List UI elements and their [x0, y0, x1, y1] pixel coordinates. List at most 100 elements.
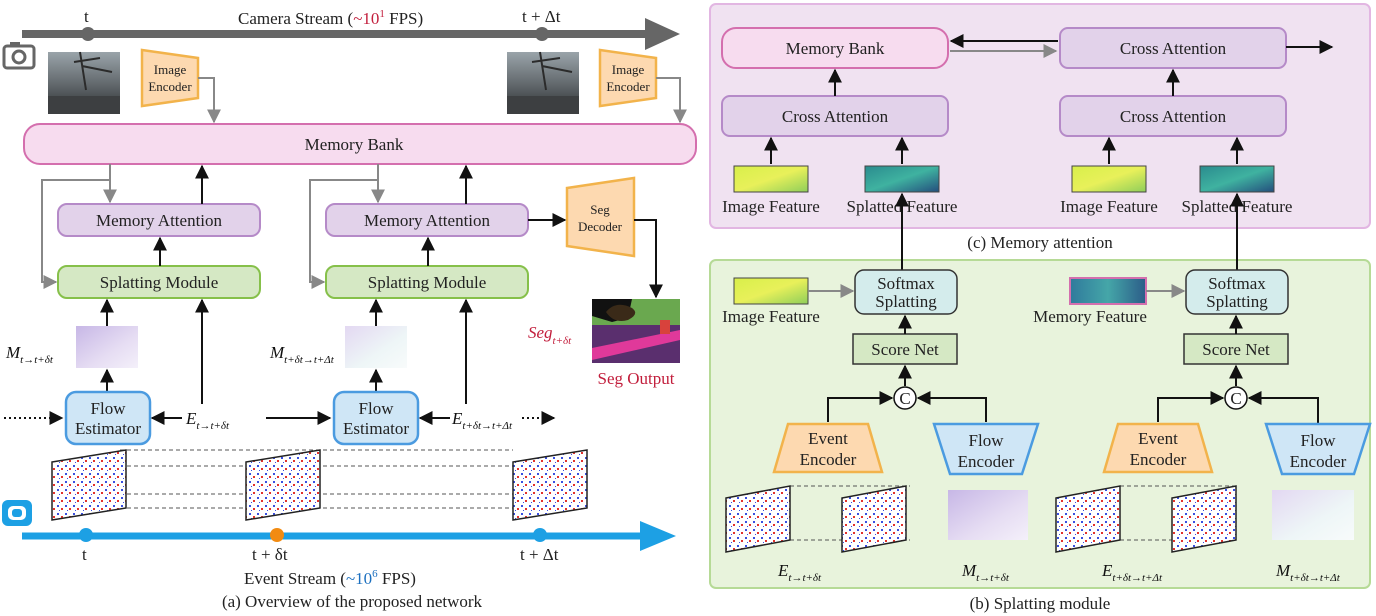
- splatted-feature-thumb-c2: [1199, 165, 1275, 193]
- flow-map-thumb-2: [345, 326, 407, 368]
- event-frames-b2: [1055, 485, 1238, 553]
- camera-icon: [2, 42, 36, 70]
- svg-text:Estimator: Estimator: [343, 419, 409, 438]
- e1-label-b: Et→t+δt: [777, 561, 822, 584]
- camera-frame-t: [48, 51, 120, 114]
- event-frames-b1: [725, 485, 910, 553]
- image-encoder-1: Image Encoder: [140, 48, 200, 108]
- svg-text:Memory Attention: Memory Attention: [364, 211, 491, 230]
- svg-text:Splatting: Splatting: [875, 292, 937, 311]
- memory-attention-2: Memory Attention: [325, 203, 529, 237]
- e1-label: Et→t+δt: [185, 409, 230, 432]
- m2-label: Mt+δt→t+Δt: [269, 343, 335, 366]
- caption-a: (a) Overview of the proposed network: [222, 592, 483, 611]
- seg-output-label: Seg Output: [598, 369, 675, 388]
- image-encoder-2: Image Encoder: [598, 48, 658, 108]
- event-t-dt-label: t + Δt: [520, 545, 559, 564]
- seg-decoder: Seg Decoder: [565, 176, 636, 258]
- memory-attention-1: Memory Attention: [57, 203, 261, 237]
- camera-t-dot: [81, 27, 95, 41]
- svg-text:Memory Attention: Memory Attention: [96, 211, 223, 230]
- score-net-2: Score Net: [1183, 333, 1289, 365]
- image-feature-thumb-c2: [1071, 165, 1147, 193]
- svg-text:Encoder: Encoder: [1130, 450, 1187, 469]
- arrow-mb-to-splat2: [309, 179, 378, 289]
- svg-text:C: C: [899, 389, 910, 408]
- svg-text:Decoder: Decoder: [578, 219, 623, 234]
- memory-bank-c: Memory Bank: [721, 27, 949, 69]
- concat-node-1: C: [893, 386, 917, 410]
- panel-b: Softmax Splatting Image Feature Score Ne…: [709, 192, 1372, 613]
- splatting-module-1: Splatting Module: [57, 265, 261, 299]
- svg-text:Splatting: Splatting: [1206, 292, 1268, 311]
- svg-text:Cross Attention: Cross Attention: [1120, 39, 1227, 58]
- m1-label-b: Mt→t+δt: [961, 561, 1010, 584]
- camera-t-dt-label: t + Δt: [522, 7, 561, 26]
- memory-feature-thumb: [1069, 277, 1147, 305]
- svg-text:Flow: Flow: [1301, 431, 1337, 450]
- svg-text:Memory Bank: Memory Bank: [305, 135, 404, 154]
- camera-stream-title: Camera Stream (~101 FPS): [238, 8, 423, 28]
- camera-frame-t-dt: [507, 51, 579, 114]
- svg-text:Image: Image: [154, 62, 187, 77]
- softmax-splatting-2: Softmax Splatting: [1185, 269, 1289, 315]
- concat-node-2: C: [1224, 386, 1248, 410]
- event-stream-arrowhead: [640, 521, 676, 551]
- flow-map-thumb-b1: [948, 490, 1028, 540]
- camera-t-label: t: [84, 7, 89, 26]
- camera-t-dt-dot: [535, 27, 549, 41]
- panel-a: t t + Δt Camera Stream (~101 FPS) Image …: [2, 7, 697, 611]
- svg-text:Encoder: Encoder: [958, 452, 1015, 471]
- image-encoder-1-arrow: [198, 77, 221, 124]
- cross-attention-right: Cross Attention: [1059, 95, 1287, 137]
- event-t-dot: [79, 528, 93, 542]
- memory-bank-a: Memory Bank: [23, 123, 697, 165]
- cross-attention-top: Cross Attention: [1059, 27, 1287, 69]
- memory-feature-label: Memory Feature: [1033, 307, 1147, 326]
- flow-map-thumb-1: [76, 326, 138, 368]
- flow-encoder-1: Flow Encoder: [932, 422, 1040, 476]
- svg-text:Event: Event: [1138, 429, 1178, 448]
- flow-map-thumb-b2: [1272, 490, 1354, 540]
- arrow-flowenc2-to-concat2: [1247, 391, 1319, 424]
- svg-text:Estimator: Estimator: [75, 419, 141, 438]
- m1-label: Mt→t+δt: [5, 343, 54, 366]
- svg-text:C: C: [1230, 389, 1241, 408]
- arrow-evenc2-to-concat2: [1157, 391, 1225, 422]
- event-encoder-1: Event Encoder: [772, 422, 884, 474]
- svg-text:Cross Attention: Cross Attention: [1120, 107, 1227, 126]
- softmax-splatting-1: Softmax Splatting: [854, 269, 958, 315]
- splatted-feature-thumb-c1: [864, 165, 940, 193]
- svg-text:Image: Image: [612, 62, 645, 77]
- arrow-decoder-to-seg: [634, 219, 663, 299]
- event-t-delta-label: t + δt: [252, 545, 288, 564]
- flow-estimator-1: Flow Estimator: [64, 390, 152, 446]
- camera-stream-arrowhead: [645, 18, 680, 50]
- event-stream-title: Event Stream (~106 FPS): [244, 568, 416, 588]
- svg-text:Splatting Module: Splatting Module: [368, 273, 487, 292]
- image-encoder-2-arrow: [656, 77, 687, 124]
- image-feature-label-c2: Image Feature: [1060, 197, 1158, 216]
- e2-label: Et+δt→t+Δt: [451, 409, 513, 432]
- svg-text:Splatting Module: Splatting Module: [100, 273, 219, 292]
- svg-text:Cross Attention: Cross Attention: [782, 107, 889, 126]
- arrow-evenc1-to-concat1: [827, 391, 894, 422]
- svg-text:Encoder: Encoder: [606, 79, 650, 94]
- cross-attention-left: Cross Attention: [721, 95, 949, 137]
- score-net-1: Score Net: [852, 333, 958, 365]
- m2-label-b: Mt+δt→t+Δt: [1275, 561, 1341, 584]
- arrow-mb-to-splat1: [41, 179, 110, 289]
- event-camera-icon: [2, 500, 32, 526]
- svg-text:Flow: Flow: [969, 431, 1005, 450]
- image-feature-label-b: Image Feature: [722, 307, 820, 326]
- svg-text:Memory Bank: Memory Bank: [786, 39, 885, 58]
- svg-text:Seg: Seg: [590, 202, 610, 217]
- svg-text:Event: Event: [808, 429, 848, 448]
- image-feature-label-c1: Image Feature: [722, 197, 820, 216]
- svg-text:Softmax: Softmax: [1208, 274, 1266, 293]
- caption-b: (b) Splatting module: [970, 594, 1111, 613]
- svg-text:Score Net: Score Net: [871, 340, 939, 359]
- splatting-module-2: Splatting Module: [325, 265, 529, 299]
- flow-estimator-2: Flow Estimator: [332, 390, 420, 446]
